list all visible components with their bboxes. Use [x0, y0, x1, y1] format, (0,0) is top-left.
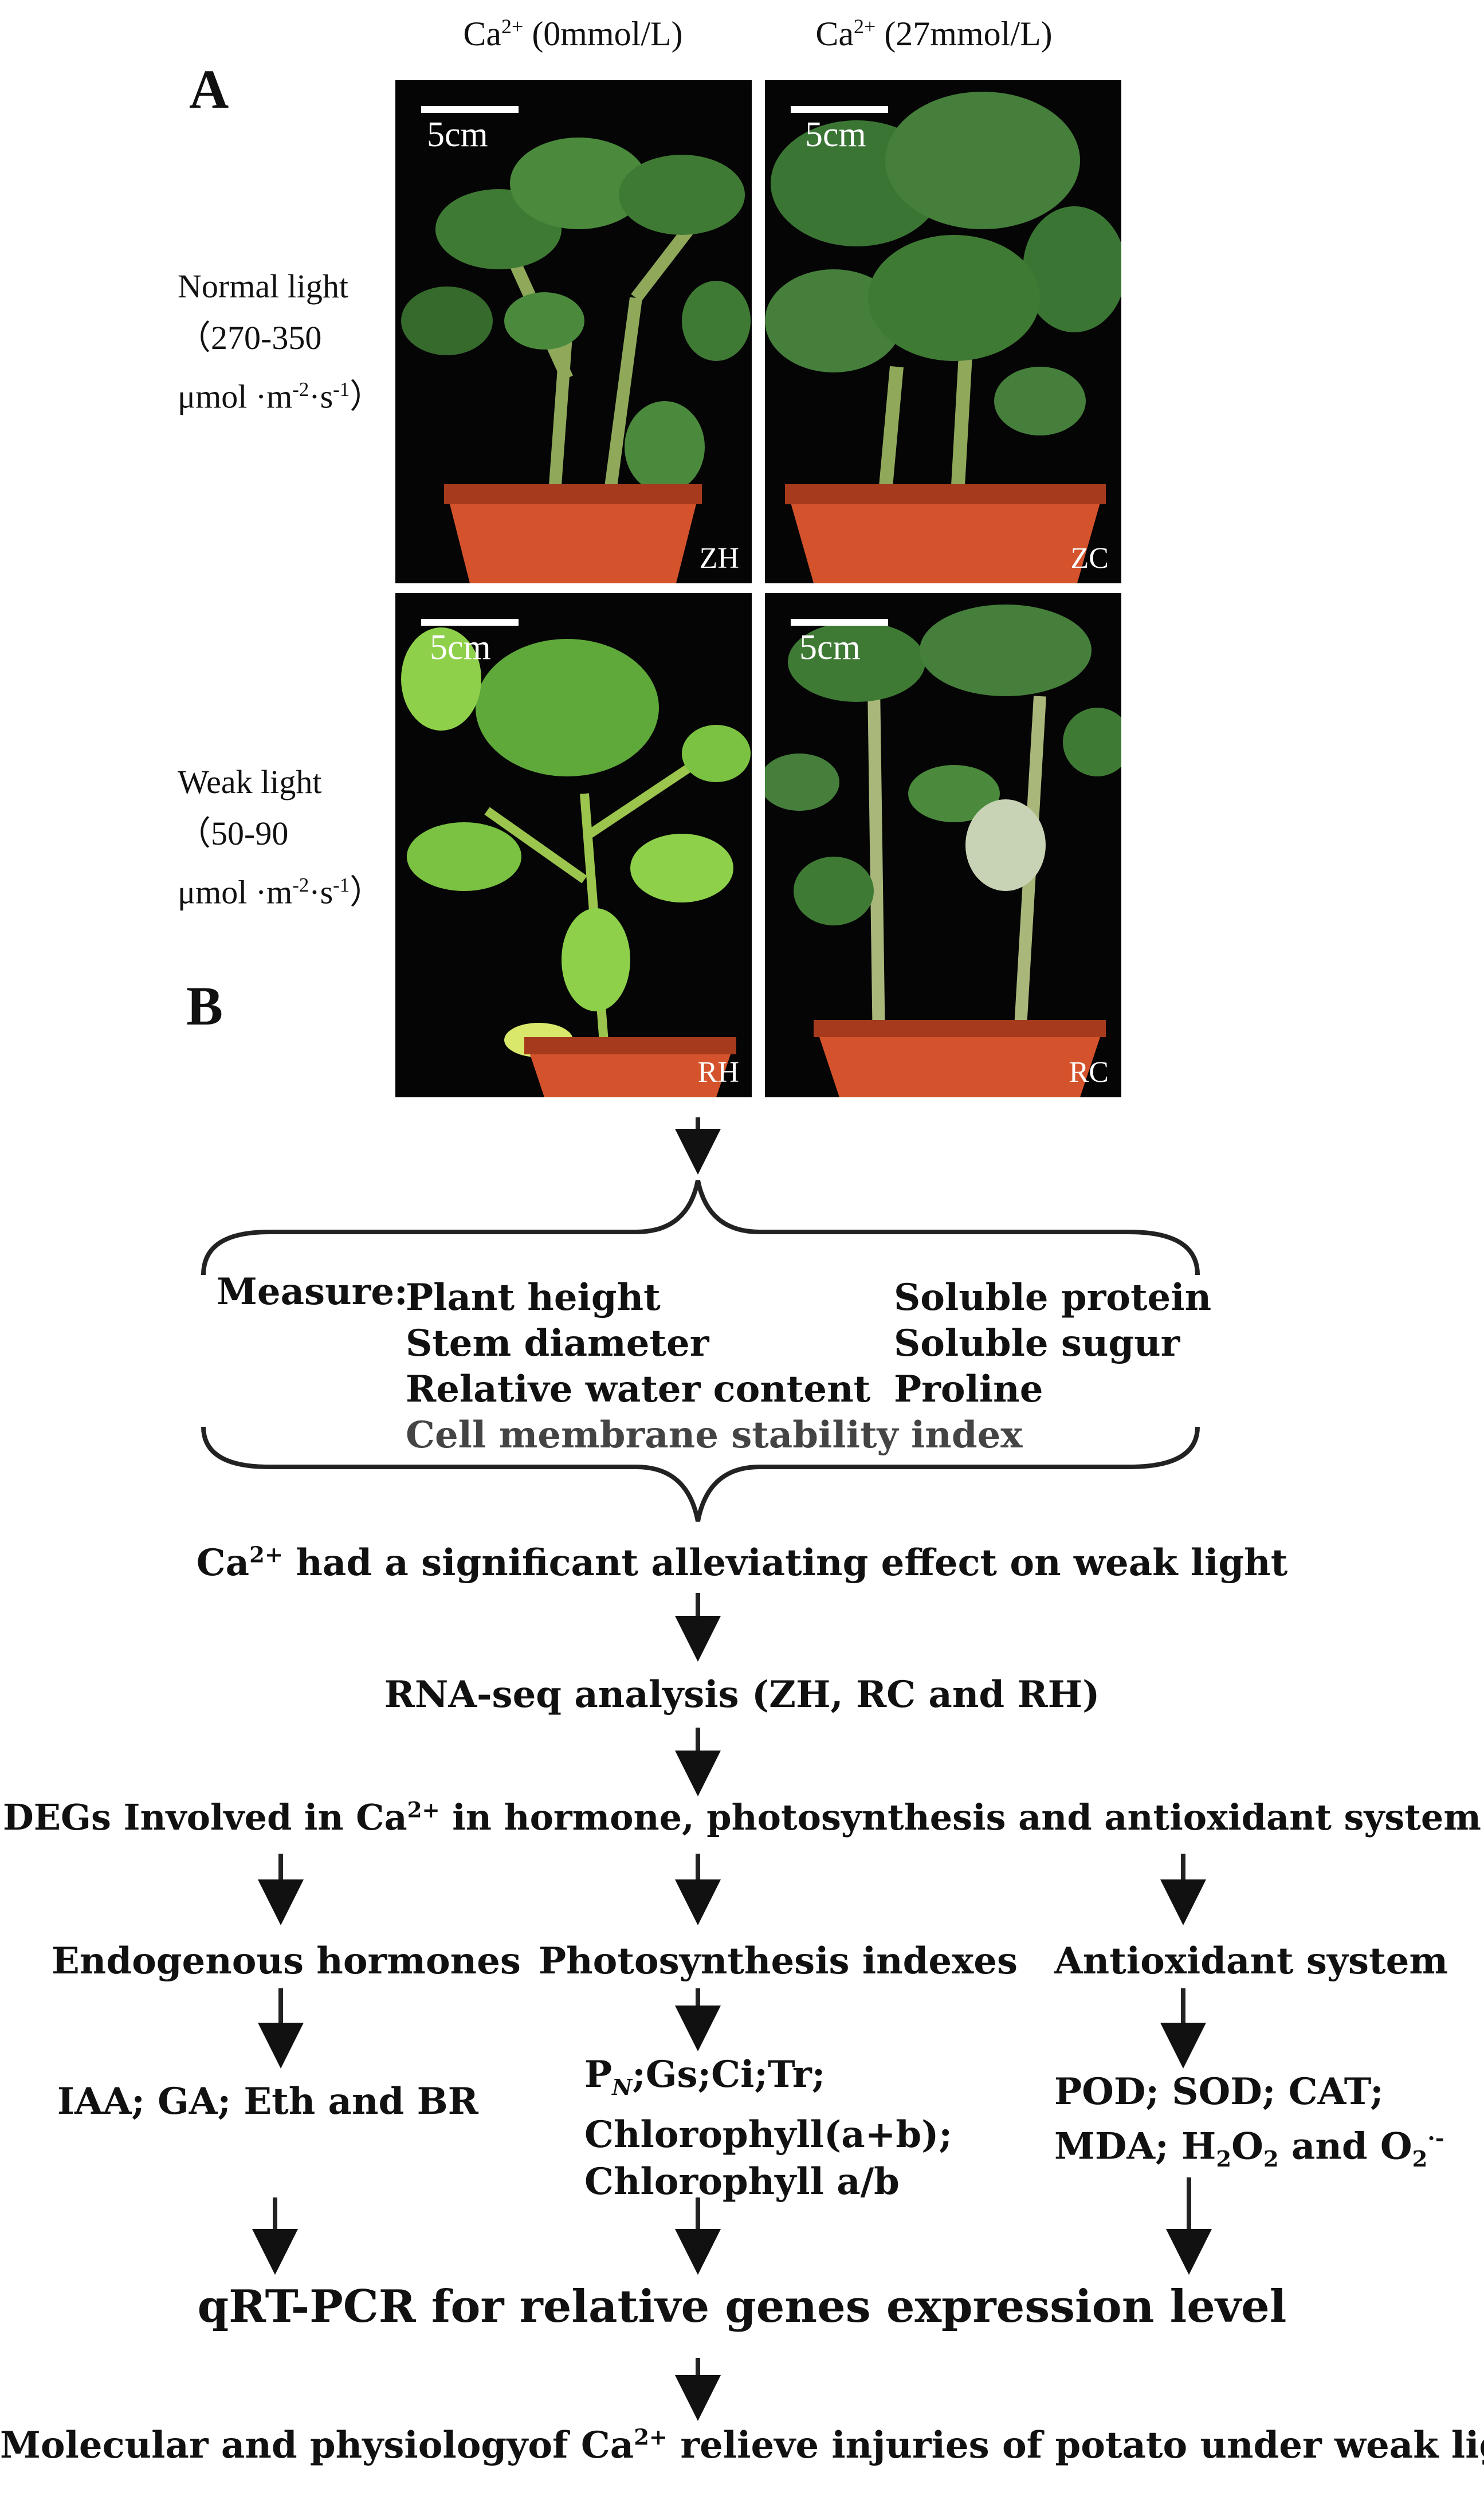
potato-plant-rh-illustration — [395, 593, 752, 1097]
photosynthesis-items: PN;Gs;Ci;Tr; Chlorophyll(a+b); Chlorophy… — [584, 2053, 952, 2203]
photo-zh: 5cm ZH — [395, 80, 752, 583]
measure-item: Soluble protein — [894, 1276, 1212, 1319]
measure-left-list: Plant height Stem diameter Relative wate… — [406, 1275, 870, 1412]
sample-label-rc: RC — [1069, 1056, 1109, 1089]
scale-bar-label: 5cm — [430, 628, 491, 667]
scale-bar-label: 5cm — [805, 115, 866, 154]
potato-plant-zc-illustration — [765, 80, 1121, 583]
scale-bar-label: 5cm — [427, 115, 488, 154]
branch-photosynthesis-indexes: Photosynthesis indexes — [539, 1940, 1018, 1983]
bottom-brace — [201, 1426, 1200, 1522]
potato-plant-rc-illustration — [765, 593, 1121, 1097]
top-brace — [201, 1180, 1200, 1276]
measure-item: Stem diameter — [406, 1322, 709, 1365]
measure-item: Plant height — [406, 1276, 661, 1319]
column-header-calcium: Ca2+ (27mmol/L) — [815, 15, 1053, 53]
branch-endogenous-hormones: Endogenous hormones — [52, 1940, 521, 1983]
panel-b-label: B — [186, 975, 223, 1037]
sample-label-rh: RH — [697, 1056, 739, 1089]
sample-label-zc: ZC — [1070, 542, 1109, 575]
antioxidant-items: POD; SOD; CAT; MDA; H2O2 and O2·- — [1054, 2070, 1444, 2173]
measure-item: Soluble sugur — [894, 1322, 1180, 1365]
measure-right-list: Soluble protein Soluble sugur Proline — [894, 1275, 1211, 1412]
final-conclusion: Molecular and physiologyof Ca2+ relieve … — [0, 2424, 1484, 2467]
measure-label: Measure: — [217, 1270, 408, 1313]
rnaseq-step: RNA-seq analysis (ZH, RC and RH) — [384, 1673, 1100, 1716]
photo-rh: 5cm RH — [395, 593, 752, 1097]
panel-a-label: A — [189, 58, 229, 120]
measure-item-cell-membrane: Cell membrane stability index — [406, 1414, 1023, 1457]
qrtpcr-step: qRT-PCR for relative genes expression le… — [197, 2281, 1287, 2333]
photo-rc: 5cm RC — [765, 593, 1121, 1097]
effect-statement: Ca2+ had a significant alleviating effec… — [196, 1541, 1288, 1584]
branch-antioxidant-system: Antioxidant system — [1054, 1940, 1448, 1983]
scale-bar-label: 5cm — [799, 628, 861, 667]
photo-zc: 5cm ZC — [765, 80, 1121, 583]
degs-step: DEGs Involved in Ca2+ in hormone, photos… — [3, 1796, 1481, 1838]
row-header-weak-light: Weak light （50-90 μmol ·m-2·s-1） — [178, 763, 383, 911]
sample-label-zh: ZH — [699, 542, 739, 575]
measure-item: Proline — [894, 1368, 1043, 1411]
column-header-control: Ca2+ (0mmol/L) — [463, 15, 683, 53]
hormone-items: IAA; GA; Eth and BR — [57, 2080, 478, 2123]
potato-plant-zh-illustration — [395, 80, 752, 583]
measure-item: Relative water content — [406, 1368, 871, 1411]
row-header-normal-light: Normal light （270-350 μmol ·m-2·s-1） — [178, 268, 383, 415]
